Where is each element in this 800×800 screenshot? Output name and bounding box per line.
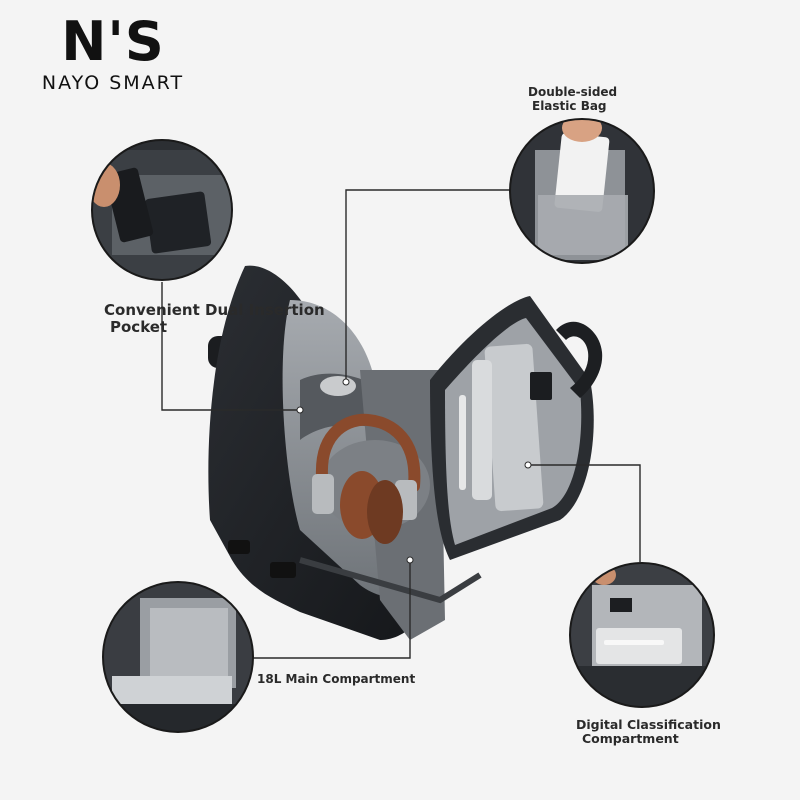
bottle-cap (320, 376, 356, 396)
detail-circle-double-sided (509, 118, 655, 264)
top-handle (556, 321, 603, 398)
tablet-sleeve (484, 343, 544, 512)
brand-logo: N'S NAYO SMART (18, 10, 208, 95)
callout-line: Double-sided (528, 85, 618, 99)
detail-circle-dual-pocket (91, 139, 233, 281)
leader-dot (524, 461, 532, 469)
leader-digital (528, 464, 641, 562)
callout-line: Elastic Bag (532, 99, 607, 113)
brand-name: NAYO SMART (41, 72, 185, 94)
callout-digital-compartment: Digital Classification Compartment (576, 718, 721, 746)
leader-dual-pocket (161, 282, 300, 411)
callout-line: 18L Main Compartment (257, 672, 416, 686)
callout-line: Compartment (582, 731, 679, 746)
leader-double-sided (345, 189, 510, 382)
leader-dot (342, 378, 350, 386)
callout-line: Convenient Dual Insertion (104, 301, 325, 319)
buckle (270, 562, 296, 578)
backpack (208, 265, 603, 640)
leader-dot (406, 556, 414, 564)
brand-patch (530, 372, 552, 400)
zip-bottom (299, 557, 482, 604)
callout-main-compartment: 18L Main Compartment (257, 672, 415, 687)
leader-lines (161, 189, 641, 659)
pen (459, 395, 466, 490)
detail-circle-main-compartment (102, 581, 254, 733)
callout-dual-pocket: Convenient Dual Insertion Pocket (104, 302, 325, 336)
leader-main (252, 560, 411, 659)
leader-dot (296, 406, 304, 414)
detail-circle-digital-compartment (569, 562, 715, 708)
headphones (312, 413, 421, 544)
callout-double-sided: Double-sided Elastic Bag (528, 85, 617, 113)
callout-line: Digital Classification (576, 717, 721, 732)
phone (472, 360, 492, 500)
buckle (228, 540, 250, 554)
callout-line: Pocket (110, 318, 168, 336)
logo-mark: N'S (61, 10, 165, 73)
